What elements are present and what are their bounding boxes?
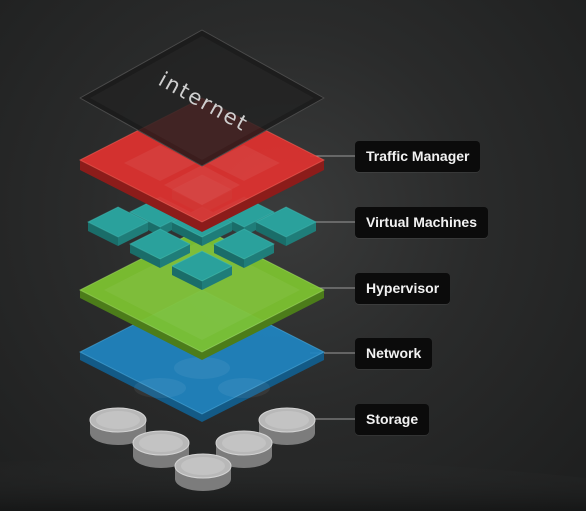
vm-tile xyxy=(212,228,276,268)
vm-tile xyxy=(170,250,234,290)
storage-disk xyxy=(258,407,316,445)
floor-band xyxy=(0,457,586,511)
internet-layer: internet xyxy=(79,29,325,167)
vm-tile xyxy=(86,206,150,246)
storage-layer xyxy=(89,407,316,491)
hypervisor-label: Hypervisor xyxy=(355,273,451,304)
storage-disk xyxy=(89,407,147,445)
storage-disk xyxy=(215,430,273,468)
storage-label: Storage xyxy=(355,404,430,435)
network-label: Network xyxy=(355,338,433,369)
vm-tile xyxy=(128,228,192,268)
storage-disk xyxy=(174,453,232,491)
storage-disk xyxy=(132,430,190,468)
traffic-manager-label: Traffic Manager xyxy=(355,141,481,172)
virtual-machines-label: Virtual Machines xyxy=(355,207,489,238)
vm-tile xyxy=(254,206,318,246)
